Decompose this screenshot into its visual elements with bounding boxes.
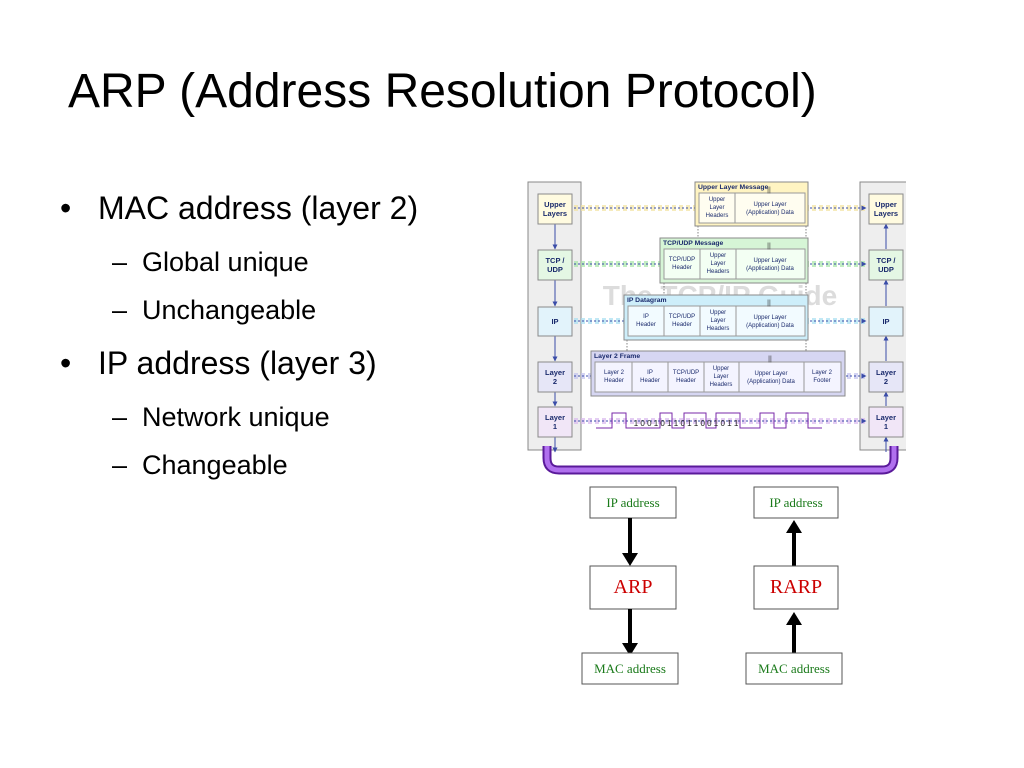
- rarp-box: [753, 565, 839, 610]
- sub-bullet-text: Changeable: [142, 450, 288, 480]
- layer-label: TCP /UDP: [876, 256, 896, 274]
- svg-text:Upper Layer(Application) Data: Upper Layer(Application) Data: [746, 202, 794, 216]
- bullet-text: MAC address (layer 2): [98, 190, 419, 226]
- svg-text:Upper Layer(Application) Data: Upper Layer(Application) Data: [746, 258, 794, 272]
- svg-text:Upper Layer(Application) Data: Upper Layer(Application) Data: [747, 371, 795, 385]
- dash-icon: –: [112, 450, 128, 480]
- slide-title: ARP (Address Resolution Protocol): [68, 65, 817, 118]
- layer1-bitstream: 1 0 0 1 0 1 1 0 1 1 0 0 1 0 1 1: [596, 412, 822, 429]
- svg-text:||: ||: [767, 243, 771, 250]
- sub-bullet-item: –Unchangeable: [112, 295, 316, 326]
- sub-bullet-item: –Network unique: [112, 402, 330, 433]
- bullet-text: IP address (layer 3): [98, 345, 377, 381]
- bullet-dot-icon: •: [60, 190, 72, 226]
- arp-box: [589, 565, 677, 610]
- rarp-mac-box: [745, 652, 843, 685]
- bullet-dot-icon: •: [60, 345, 72, 381]
- arp-ip-box: [589, 486, 677, 519]
- physical-cable: [542, 446, 899, 475]
- layer-label: IP: [882, 317, 889, 326]
- vertical-arrows: [552, 223, 889, 453]
- arp-ip-label: IP address: [606, 495, 659, 510]
- svg-text:||: ||: [768, 356, 772, 363]
- svg-text:||: ||: [767, 187, 771, 194]
- arp-label: ARP: [614, 576, 653, 598]
- sub-bullet-item: –Changeable: [112, 450, 288, 481]
- rarp-label: RARP: [770, 576, 822, 598]
- rarp-ip-label: IP address: [769, 495, 822, 510]
- layer-label: TCP /UDP: [545, 256, 565, 274]
- dash-icon: –: [112, 295, 128, 325]
- dash-icon: –: [112, 402, 128, 432]
- arp-column: IP address ARP MAC address: [581, 486, 679, 685]
- arp-mac-box: [581, 652, 679, 685]
- layer-label: IP: [551, 317, 558, 326]
- sub-bullet-text: Unchangeable: [142, 295, 317, 325]
- packet-title: IP Datagram: [627, 297, 667, 304]
- svg-text:Upper Layer(Application) Data: Upper Layer(Application) Data: [746, 315, 794, 329]
- rarp-mac-label: MAC address: [758, 661, 830, 676]
- bullet-item: • MAC address (layer 2): [60, 190, 418, 227]
- sub-bullet-text: Global unique: [142, 247, 309, 277]
- packet-title: Layer 2 Frame: [594, 353, 640, 360]
- arp-mac-label: MAC address: [594, 661, 666, 676]
- packet-title: Upper Layer Message: [698, 184, 768, 191]
- bullet-item: • IP address (layer 3): [60, 345, 377, 382]
- rarp-ip-box: [753, 486, 839, 519]
- sub-bullet-text: Network unique: [142, 402, 330, 432]
- svg-text:||: ||: [767, 300, 771, 307]
- packet-title: TCP/UDP Message: [663, 240, 724, 247]
- rarp-column: IP address RARP MAC address: [745, 486, 843, 685]
- bit-stream-text: 1 0 0 1 0 1 1 0 1 1 0 0 1 0 1 1: [634, 419, 739, 428]
- sub-bullet-item: –Global unique: [112, 247, 309, 278]
- dash-icon: –: [112, 247, 128, 277]
- arp-rarp-diagram: IP address ARP MAC address IP address RA…: [581, 486, 843, 685]
